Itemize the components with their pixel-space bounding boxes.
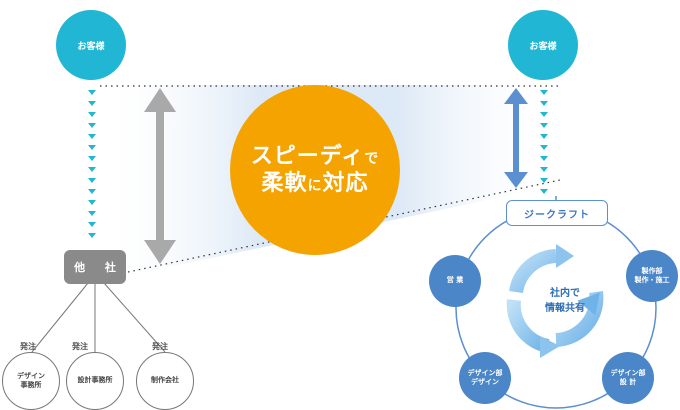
right-chain-arrows: [540, 90, 548, 194]
order-label-1: 発注: [20, 342, 36, 351]
subcontractor-design-office: デザイン事務所: [2, 352, 60, 410]
dept-production: 製作部製作・施工: [626, 250, 678, 302]
dept2-line2: 製作・施工: [634, 276, 670, 284]
sub1-line1: デザイン: [17, 371, 45, 380]
hero-line2b: 対応: [322, 171, 369, 196]
dept-sales: 営 業: [429, 255, 481, 307]
order-label-2: 発注: [72, 342, 88, 351]
customer-left: お客様: [56, 10, 126, 80]
info-sharing-label: 社内で 情報共有: [530, 287, 600, 316]
dept3-line1: デザイン部: [467, 368, 503, 377]
center-line2: 情報共有: [545, 302, 585, 314]
subcontractor-architecture-office: 設計事務所: [66, 352, 124, 410]
sub3-line1: 制作会社: [151, 376, 179, 385]
hero-line1: スピーディ: [250, 143, 365, 169]
hero-line2-small: に: [307, 178, 323, 194]
cycle-arrows: [506, 244, 604, 358]
gray-double-arrow: [144, 88, 176, 264]
blue-double-arrow: [504, 88, 528, 188]
dept4-line2: 設 計: [619, 378, 637, 386]
sub1-line2: 事務所: [20, 381, 42, 389]
other-company-box: 他 社: [64, 250, 126, 284]
hero-line1-small: で: [364, 150, 380, 167]
line-to-sub1: [31, 282, 89, 353]
dept1-line1: 営 業: [446, 276, 464, 285]
speedy-flexible-badge: スピーディで 柔軟に対応: [230, 85, 400, 255]
dept3-line2: デザイン: [471, 378, 499, 386]
subcontractor-production-company: 制作会社: [136, 352, 194, 410]
dept4-line1: デザイン部: [610, 368, 646, 377]
center-line1: 社内で: [550, 288, 580, 299]
hero-line2a: 柔軟: [261, 171, 308, 196]
customer-right: お客様: [508, 10, 578, 80]
line-to-sub3: [103, 282, 166, 353]
order-label-3: 発注: [152, 342, 168, 351]
sub2-line1: 設計事務所: [77, 376, 113, 385]
dept-design: デザイン部デザイン: [459, 352, 511, 404]
dept2-line1: 製作部: [641, 266, 663, 275]
dept-design-engineering: デザイン部設 計: [602, 352, 654, 404]
company-name-box: ジークラフト: [506, 200, 608, 226]
left-chain-arrows: [88, 90, 96, 238]
